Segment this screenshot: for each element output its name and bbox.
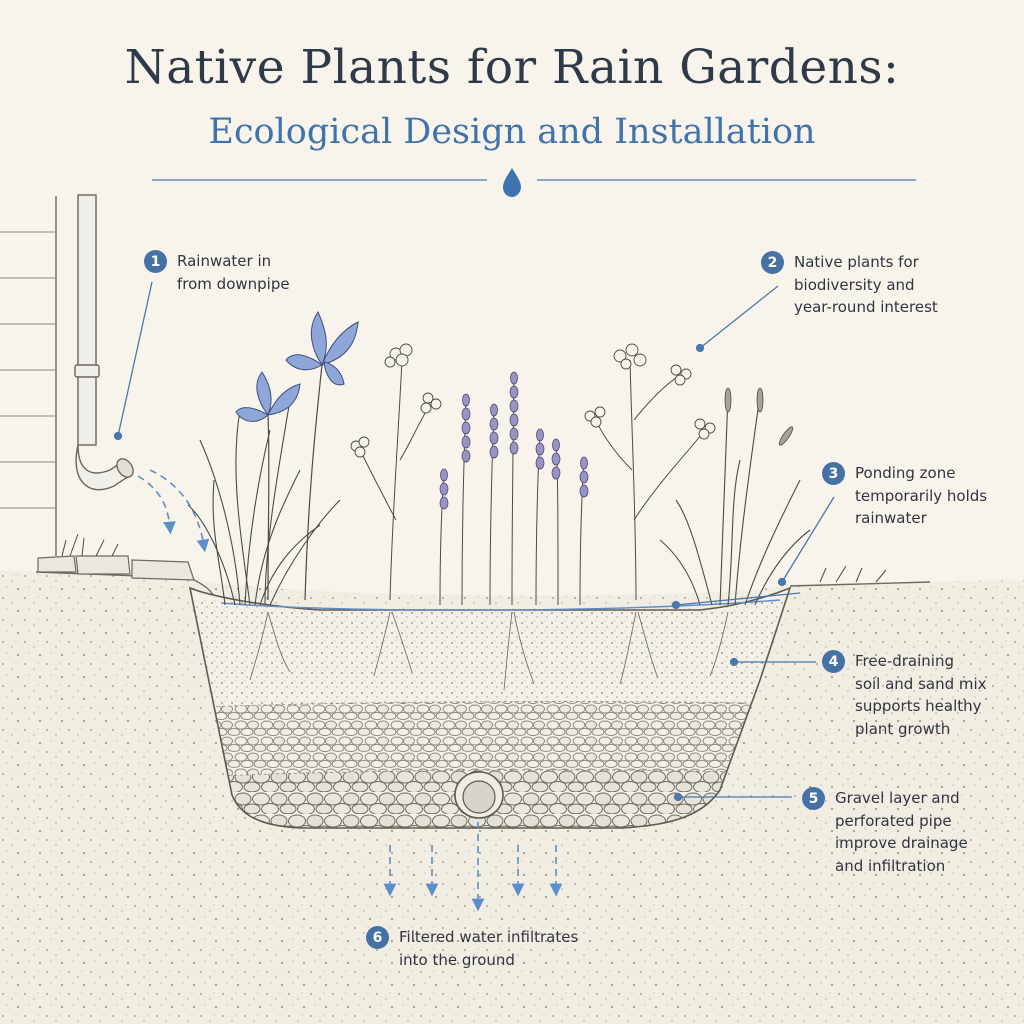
callout-text: Free-draining soil and sand mix supports… [855, 652, 987, 738]
callout-2: 2 Native plants for biodiversity and yea… [761, 251, 938, 319]
basin-outline [188, 586, 792, 829]
callout-6: 6 Filtered water infiltrates into the gr… [366, 926, 578, 971]
yarrow-flower-icon [350, 343, 716, 458]
native-plants [61, 310, 887, 691]
house-wall [0, 196, 57, 556]
callout-number-badge: 2 [761, 251, 784, 274]
downpipe [74, 194, 134, 491]
infiltration-arrows [383, 822, 563, 912]
water-drop-icon [503, 168, 521, 197]
yarrow-plants [359, 359, 706, 601]
callout-text: Ponding zone temporarily holds rainwater [855, 464, 988, 527]
callout-text: Filtered water infiltrates into the grou… [399, 928, 579, 969]
callout-number-badge: 6 [366, 926, 389, 949]
callout-number-badge: 1 [144, 250, 167, 273]
callout-3: 3 Ponding zone temporarily holds rainwat… [822, 462, 987, 530]
callout-leaders [113, 281, 835, 802]
callout-1: 1 Rainwater in from downpipe [144, 250, 290, 295]
plant-roots [249, 611, 729, 691]
diagram-title: Native Plants for Rain Gardens: [124, 40, 900, 95]
grass-clump [659, 394, 811, 606]
callout-number-badge: 3 [822, 462, 845, 485]
paving-stones [37, 555, 195, 581]
inflow-arrows [137, 469, 210, 553]
callout-number-badge: 4 [822, 650, 845, 673]
callout-text: Gravel layer and perforated pipe improve… [835, 789, 968, 875]
edge-grass [61, 533, 887, 583]
grass-clump [187, 399, 341, 606]
callout-number-badge: 5 [802, 787, 825, 810]
lavender-flower-icon [439, 371, 589, 510]
callout-4: 4 Free-draining soil and sand mix suppor… [822, 650, 987, 740]
perforated-pipe [454, 771, 504, 819]
grass-seedhead-icon [724, 387, 794, 446]
callout-text: Rainwater in from downpipe [177, 252, 290, 293]
iris-flower-icon [235, 310, 359, 422]
callout-text: Native plants for biodiversity and year-… [794, 253, 938, 316]
diagram-subtitle: Ecological Design and Installation [208, 112, 816, 152]
callout-5: 5 Gravel layer and perforated pipe impro… [802, 787, 968, 877]
iris-stems [267, 364, 323, 601]
